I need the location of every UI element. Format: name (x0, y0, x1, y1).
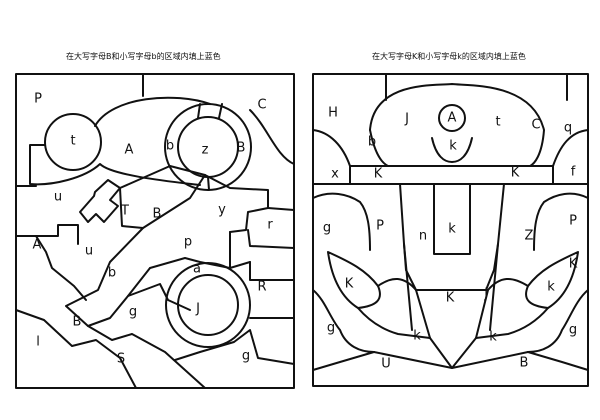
letter-label: b (165, 138, 175, 154)
letter-label: B (72, 314, 82, 330)
letter-label: P (34, 91, 42, 107)
letter-label: g (322, 220, 332, 236)
letter-label: k (547, 279, 555, 295)
letter-label: b (107, 265, 117, 281)
letter-label: K (568, 256, 578, 272)
left-panel-border (15, 73, 295, 389)
letter-label: u (53, 189, 63, 205)
letter-label: a (193, 261, 201, 277)
letter-label: q (563, 120, 573, 136)
letter-label: K (445, 290, 455, 306)
letter-label: P (569, 213, 577, 229)
letter-label: U (381, 356, 391, 372)
letter-label: K (373, 166, 383, 182)
letter-label: k (489, 329, 497, 345)
letter-label: g (326, 320, 336, 336)
letter-label: n (418, 228, 428, 244)
letter-label: t (70, 133, 76, 149)
letter-label: b (367, 134, 377, 150)
letter-label: t (495, 114, 501, 130)
letter-label: k (413, 328, 421, 344)
letter-label: J (196, 301, 200, 317)
letter-label: B (519, 355, 529, 371)
letter-label: z (201, 142, 209, 158)
left-panel-lines (15, 73, 295, 389)
letter-label: Z (524, 228, 534, 244)
letter-label: l (36, 334, 40, 350)
letter-label: u (84, 243, 94, 259)
letter-label: A (124, 142, 134, 158)
right-panel-lines (312, 73, 589, 371)
letter-label: k (449, 138, 457, 154)
letter-label: g (241, 348, 251, 364)
letter-label: x (331, 166, 339, 182)
letter-label: g (128, 304, 138, 320)
letter-label: A (447, 110, 457, 126)
right-panel-title: 在大写字母K和小写字母k的区域内填上蓝色 (372, 52, 526, 61)
letter-label: P (376, 218, 384, 234)
letter-label: C (257, 97, 267, 113)
letter-label: C (531, 117, 541, 133)
letter-label: K (510, 165, 520, 181)
letter-label: j (484, 286, 488, 302)
letter-label: f (570, 164, 576, 180)
left-panel-title: 在大写字母B和小写字母b的区域内填上蓝色 (66, 52, 221, 61)
letter-label: y (218, 202, 226, 218)
letter-label: R (257, 279, 267, 295)
letter-label: p (183, 234, 193, 250)
letter-label: B (152, 206, 162, 222)
letter-label: T (121, 203, 129, 219)
letter-label: r (267, 217, 273, 233)
letter-label: K (344, 276, 354, 292)
letter-label: H (328, 105, 338, 121)
letter-label: A (32, 237, 42, 253)
letter-label: k (448, 221, 456, 237)
letter-label: J (405, 111, 409, 127)
letter-label: B (236, 140, 246, 156)
letter-label: g (568, 322, 578, 338)
letter-label: S (116, 351, 126, 367)
right-panel-border (312, 73, 589, 387)
